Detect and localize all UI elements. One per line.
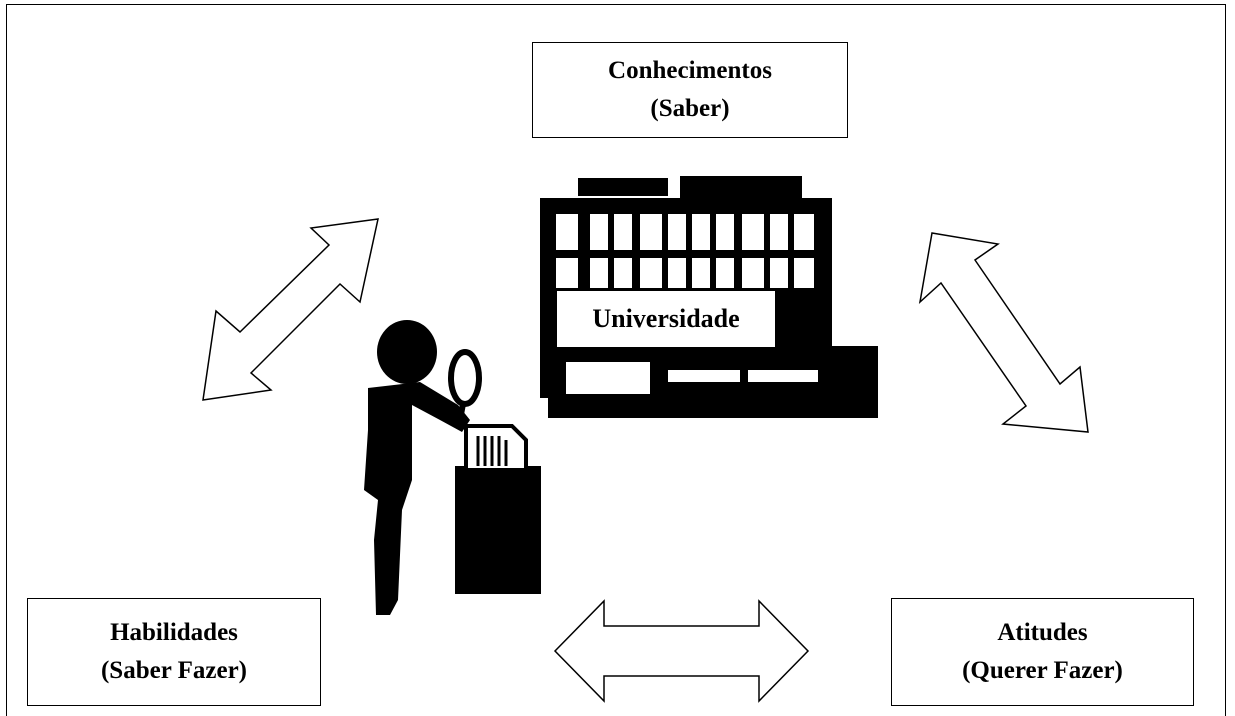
document-on-desk-icon <box>455 424 541 594</box>
habilidades-title: Habilidades <box>110 619 238 646</box>
universidade-label: Universidade <box>556 290 776 348</box>
double-arrow-upper-left <box>202 218 379 401</box>
conhecimentos-title: Conhecimentos <box>608 57 772 84</box>
box-atitudes: Atitudes (Querer Fazer) <box>891 598 1194 706</box>
habilidades-subtitle: (Saber Fazer) <box>100 657 247 684</box>
conhecimentos-subtitle: (Saber) <box>650 95 730 122</box>
double-arrow-upper-right <box>918 232 1089 433</box>
box-conhecimentos: Conhecimentos (Saber) <box>532 42 848 138</box>
atitudes-subtitle: (Querer Fazer) <box>962 657 1123 684</box>
box-habilidades: Habilidades (Saber Fazer) <box>27 598 321 706</box>
university-building-icon <box>540 176 878 418</box>
atitudes-title: Atitudes <box>997 619 1088 646</box>
double-arrow-bottom <box>553 599 810 703</box>
person-with-magnifier-icon <box>364 320 482 615</box>
